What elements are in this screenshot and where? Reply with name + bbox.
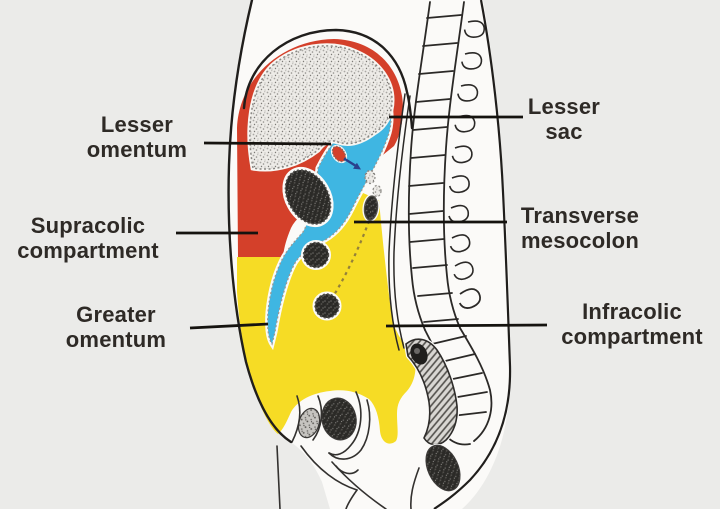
leader-infracolic [385, 323, 548, 328]
label-infracolic-line1: Infracolic [582, 299, 682, 324]
transverse-colon-section [301, 240, 331, 270]
label-lesser-sac-line1: Lesser [527, 94, 601, 119]
pancreas-section [362, 194, 380, 222]
duodenum-sections [364, 169, 382, 198]
small-bowel-section [312, 291, 342, 321]
label-lesser-omentum: Lesser omentum [87, 112, 187, 162]
label-greater-omentum-line2: omentum [65, 327, 167, 352]
pelvic-outline-details [276, 391, 420, 509]
label-lesser-omentum-line2: omentum [86, 137, 188, 162]
label-infracolic-line2: compartment [561, 324, 703, 349]
label-supracolic-line1: Supracolic [30, 213, 146, 238]
label-infracolic-compartment: Infracolic compartment [561, 299, 703, 349]
label-greater-omentum-line1: Greater [76, 302, 156, 327]
leader-lines [176, 115, 548, 330]
label-supracolic-compartment: Supracolic compartment [17, 213, 159, 263]
label-lesser-sac-line2: sac [545, 119, 583, 144]
liver-shape [247, 43, 395, 172]
pelvic-organs [296, 396, 462, 493]
label-transverse-mesocolon-line2: mesocolon [521, 228, 639, 253]
stomach-section [282, 166, 334, 228]
vertebral-column-drawing [388, 1, 493, 446]
rectum-section [403, 337, 460, 447]
foramen-arrow-icon [343, 157, 357, 168]
label-supracolic-line2: compartment [17, 238, 159, 263]
label-lesser-sac: Lesser sac [528, 94, 600, 144]
leader-lesser-omentum [203, 141, 332, 146]
epiploic-foramen-marker [330, 144, 361, 170]
label-transverse-mesocolon: Transverse mesocolon [521, 203, 639, 253]
posterior-body-outline [433, 0, 512, 509]
label-lesser-omentum-line1: Lesser [100, 112, 174, 137]
label-transverse-mesocolon-line1: Transverse [520, 203, 640, 228]
mesentery-dashed-line [333, 220, 371, 296]
leader-greater-omentum [189, 322, 269, 330]
anterior-body-outline [227, 0, 414, 444]
label-greater-omentum: Greater omentum [66, 302, 166, 352]
